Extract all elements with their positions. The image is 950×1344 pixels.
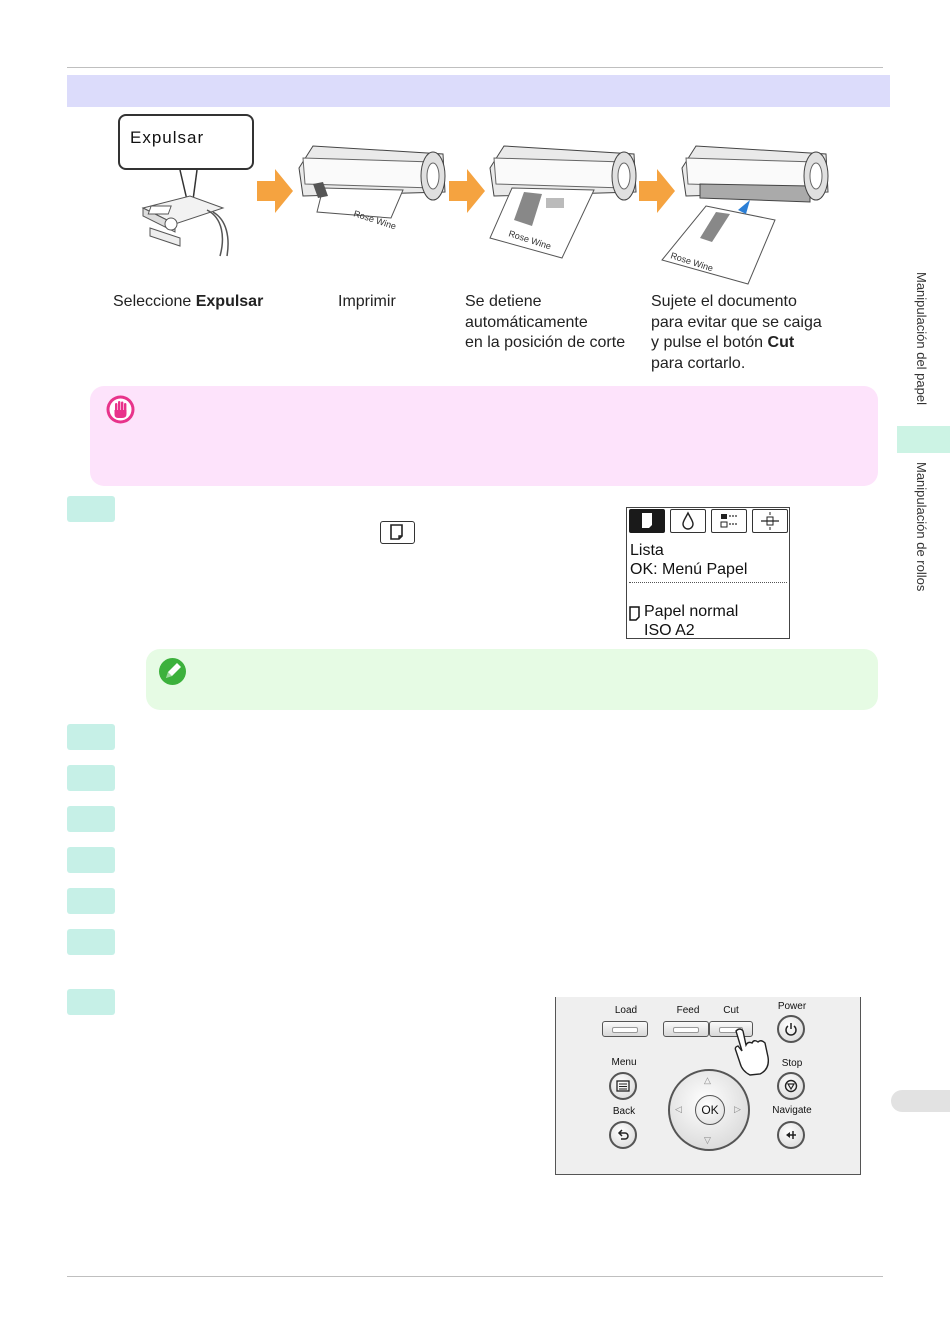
- side-chapter-marker: [891, 1090, 950, 1112]
- caption-line: Sujete el documento: [651, 293, 797, 310]
- printer-stopped-illustration: Rose Wine: [489, 145, 637, 259]
- step-number-box: [67, 929, 115, 955]
- lcd-tab-settings: [711, 509, 747, 533]
- side-tab-roll-handling[interactable]: Manipulación de rollos: [914, 462, 929, 592]
- stop-icon: [784, 1079, 798, 1093]
- caption-hold-cut: Sujete el documento para evitar que se c…: [651, 292, 822, 374]
- paper-key-icon: [380, 521, 415, 544]
- settings-icon: [720, 514, 737, 528]
- caption-print: Imprimir: [338, 292, 396, 313]
- cut-job-icon: [761, 512, 779, 530]
- caption-text: Imprimir: [338, 293, 396, 310]
- printer-printing-illustration: Rose Wine: [298, 145, 446, 232]
- printer-cut-illustration: Rose Wine: [661, 145, 829, 285]
- lcd-status: Lista: [630, 542, 664, 559]
- caption-line: automáticamente: [465, 313, 588, 331]
- back-label: Back: [612, 1106, 636, 1117]
- control-panel-illustration: [141, 169, 229, 257]
- step-number-box: [67, 989, 115, 1015]
- step-number-box: [67, 496, 115, 522]
- side-tab-paper-handling[interactable]: Manipulación del papel: [914, 272, 929, 405]
- menu-icon: [616, 1080, 630, 1092]
- caption-line: Se detiene: [465, 293, 542, 310]
- menu-label: Menu: [611, 1057, 637, 1068]
- arrow-right-icon: [449, 169, 485, 213]
- back-button[interactable]: [609, 1121, 637, 1149]
- ok-button[interactable]: OK: [695, 1095, 725, 1125]
- lcd-display: Lista OK: Menú Papel Papel normal ISO A2: [626, 507, 790, 639]
- arrow-right-icon: [257, 169, 293, 213]
- caption-line: para cortarlo.: [651, 354, 746, 372]
- dpad-down-icon[interactable]: ▽: [704, 1135, 711, 1145]
- step-number-box: [67, 806, 115, 832]
- cut-label: Cut: [723, 1005, 739, 1016]
- lcd-ok-hint: OK: Menú Papel: [630, 561, 748, 578]
- expulsar-callout: Expulsar: [118, 114, 254, 170]
- back-arrow-icon: [617, 1129, 629, 1140]
- caption-select-eject: Seleccione Expulsar: [113, 292, 263, 313]
- lcd-tab-ink: [670, 509, 706, 533]
- navigate-label: Navigate: [772, 1105, 812, 1116]
- step-number-box: [67, 847, 115, 873]
- pencil-note-icon: [159, 658, 186, 685]
- hand-stop-icon: [106, 395, 135, 424]
- power-button[interactable]: [777, 1015, 805, 1043]
- note-box: [146, 649, 878, 710]
- load-button[interactable]: [602, 1021, 648, 1037]
- navigate-icon: [786, 1131, 796, 1139]
- caption-line: y pulse el botón Cut: [651, 334, 795, 351]
- power-label: Power: [777, 1001, 807, 1012]
- lcd-tab-paper: [629, 509, 665, 533]
- stop-label: Stop: [781, 1058, 803, 1069]
- paper-sheet-icon: [642, 513, 652, 528]
- important-notice-box: [90, 386, 878, 486]
- lcd-tab-bar: [627, 508, 789, 536]
- step-number-box: [67, 724, 115, 750]
- caption-auto-stop: Se detiene automáticamente en la posició…: [465, 292, 625, 354]
- ink-drop-icon: [682, 511, 694, 530]
- section-title-bar: [67, 75, 890, 107]
- step-number-box: [67, 765, 115, 791]
- footer-rule: [67, 1276, 883, 1277]
- feed-label: Feed: [676, 1005, 700, 1016]
- navigation-dpad[interactable]: △ ▽ ◁ ▷ OK: [668, 1069, 750, 1151]
- step-number-box: [67, 888, 115, 914]
- lcd-paper-type: Papel normal: [644, 603, 739, 620]
- lcd-paper-size: ISO A2: [644, 622, 695, 639]
- caption-line: en la posición de corte: [465, 334, 626, 351]
- stop-button[interactable]: [777, 1072, 805, 1100]
- paper-sheet-icon: [629, 606, 640, 621]
- load-label: Load: [614, 1005, 638, 1016]
- lcd-tab-job: [752, 509, 788, 533]
- caption-text: Seleccione: [113, 293, 196, 310]
- dpad-right-icon[interactable]: ▷: [734, 1104, 741, 1114]
- callout-label: Expulsar: [130, 128, 205, 147]
- printer-control-panel: Load Feed Cut Power Menu Stop Back Navig…: [555, 997, 861, 1175]
- header-rule: [67, 67, 883, 68]
- power-icon: [785, 1023, 797, 1036]
- ok-label: OK: [701, 1103, 719, 1117]
- arrow-right-icon: [639, 169, 675, 213]
- navigate-button[interactable]: [777, 1121, 805, 1149]
- hand-pointer-icon: [734, 1028, 770, 1076]
- side-tab-active-marker: [897, 426, 950, 453]
- dpad-up-icon[interactable]: △: [704, 1075, 711, 1085]
- caption-bold: Expulsar: [195, 293, 264, 310]
- dpad-left-icon[interactable]: ◁: [675, 1104, 682, 1114]
- feed-button[interactable]: [663, 1021, 709, 1037]
- lcd-divider: [629, 582, 787, 583]
- caption-line: para evitar que se caiga: [651, 313, 822, 331]
- menu-button[interactable]: [609, 1072, 637, 1100]
